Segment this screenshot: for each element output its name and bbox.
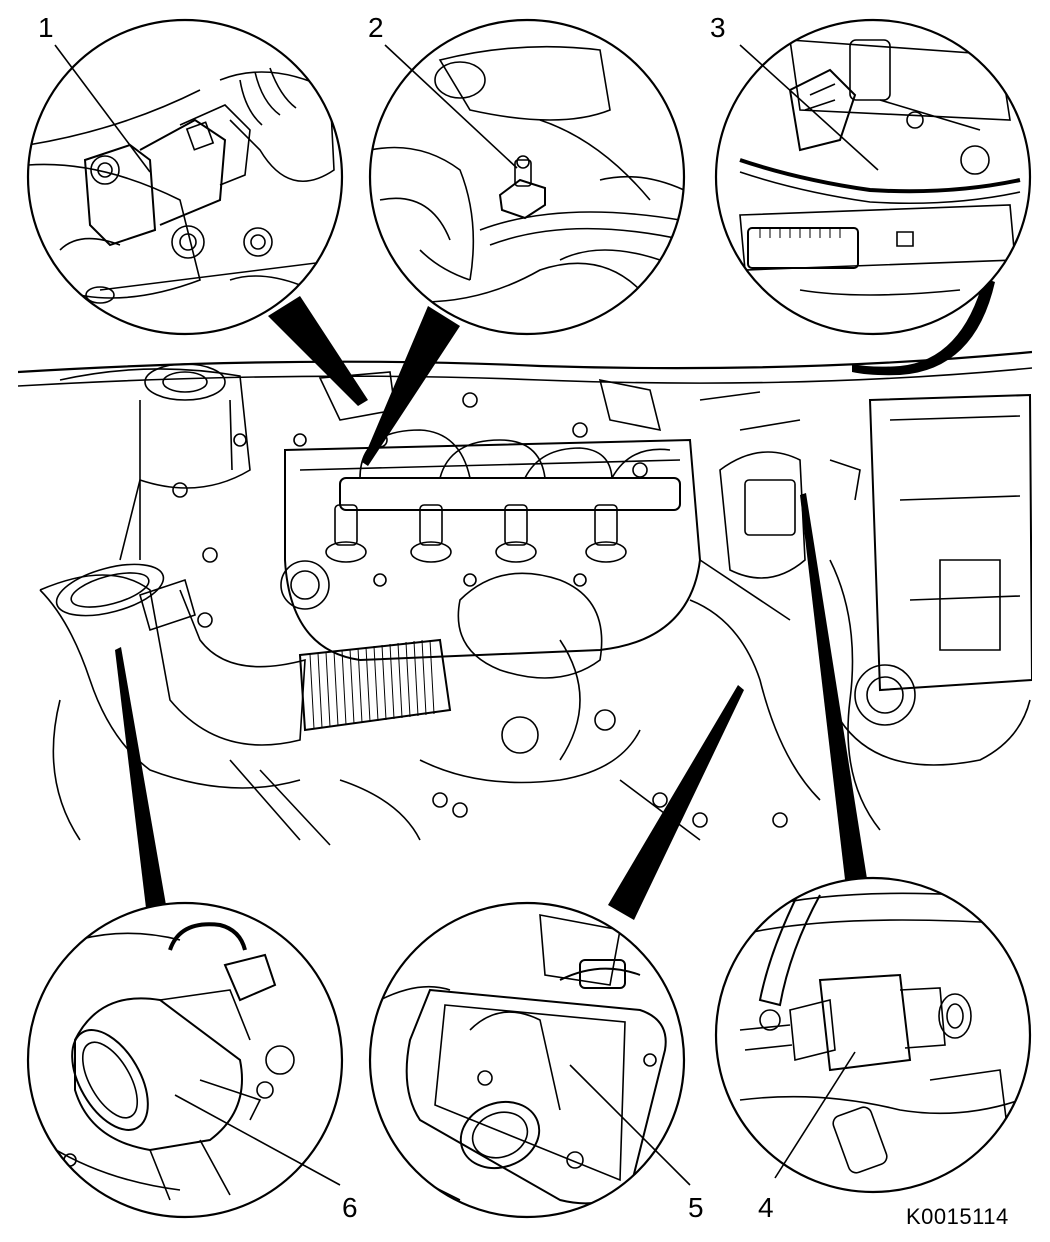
callout-line-5 bbox=[570, 1065, 690, 1185]
callout-number-3: 3 bbox=[710, 12, 726, 43]
detail-circle-2 bbox=[370, 20, 684, 334]
detail-circle-5 bbox=[370, 903, 690, 1217]
callout-number-4: 4 bbox=[758, 1192, 774, 1223]
leader-6 bbox=[115, 647, 166, 908]
document-id: K0015114 bbox=[906, 1204, 1009, 1229]
leader-wedges bbox=[115, 278, 995, 920]
leader-5 bbox=[608, 685, 744, 920]
engine-bay-overview bbox=[18, 352, 1032, 845]
detail-circle-3 bbox=[716, 20, 1030, 334]
callout-line-2 bbox=[385, 45, 517, 168]
callout-line-3 bbox=[740, 45, 878, 170]
callout-number-1: 1 bbox=[38, 12, 54, 43]
detail-circle-6 bbox=[28, 903, 342, 1217]
callout-number-2: 2 bbox=[368, 12, 384, 43]
callout-line-1 bbox=[55, 45, 150, 172]
leader-1 bbox=[268, 296, 368, 406]
leader-2 bbox=[362, 306, 460, 466]
detail-circle-1 bbox=[28, 20, 342, 334]
injectors bbox=[326, 505, 626, 562]
leader-3 bbox=[852, 278, 995, 376]
callout-number-6: 6 bbox=[342, 1192, 358, 1223]
leader-4 bbox=[800, 493, 868, 888]
detail-circle-4 bbox=[716, 878, 1030, 1192]
callout-line-4 bbox=[775, 1052, 855, 1178]
callout-line-6 bbox=[175, 1095, 340, 1185]
callout-number-5: 5 bbox=[688, 1192, 704, 1223]
